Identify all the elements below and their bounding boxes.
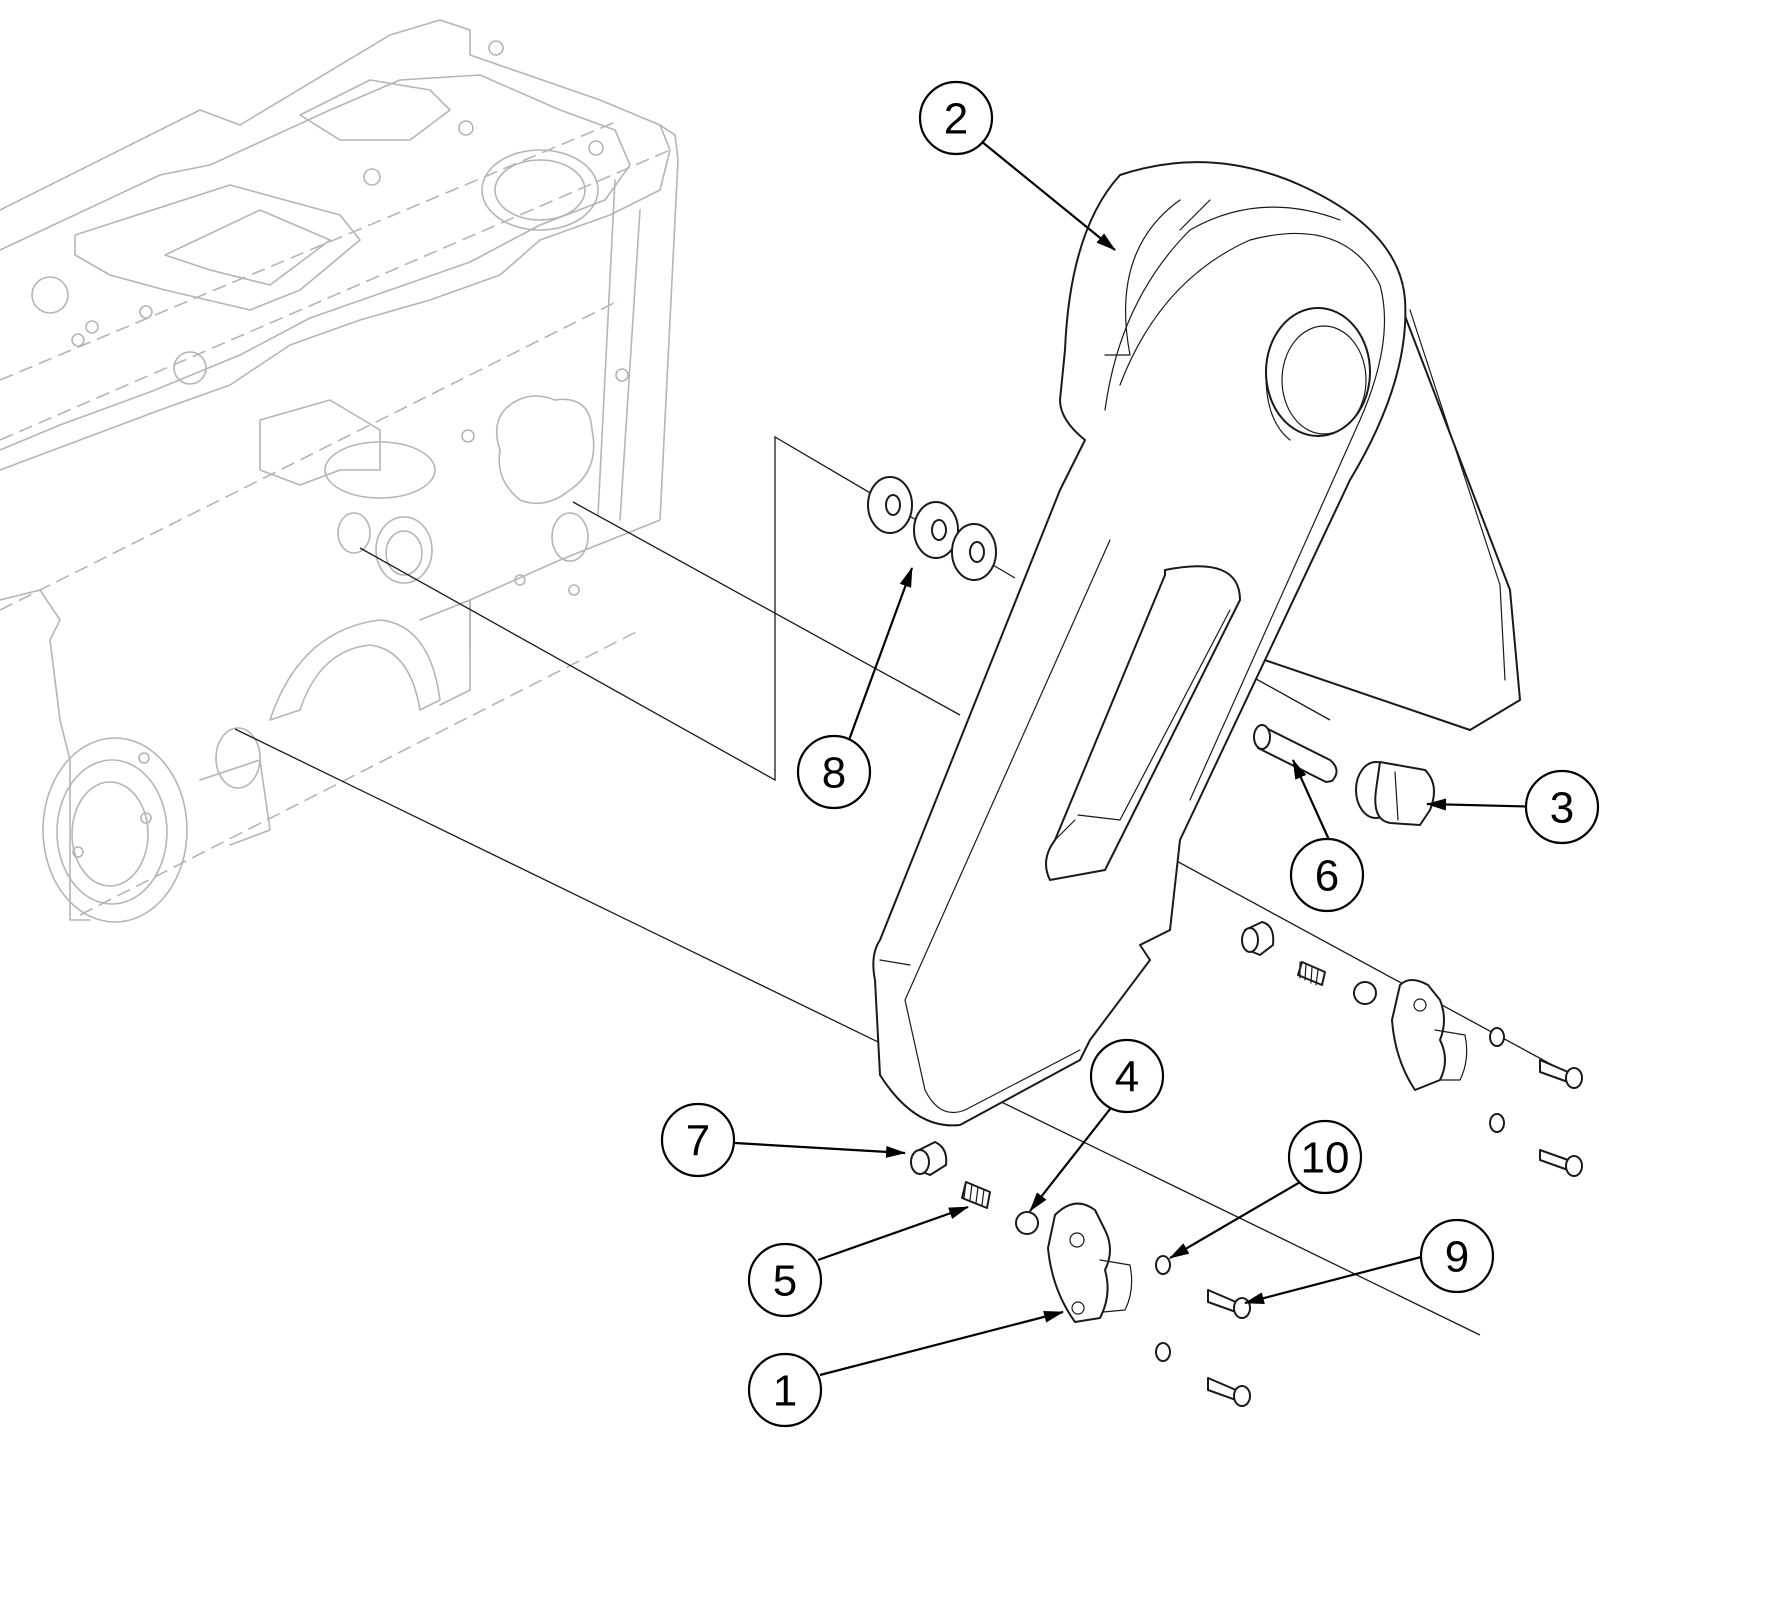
callout-label-5: 5	[773, 1257, 797, 1306]
callout-balloon-5: 5	[747, 1242, 823, 1318]
callout-balloon-2: 2	[918, 80, 994, 156]
callout-balloon-8: 8	[796, 734, 872, 810]
spring-part	[961, 1181, 991, 1209]
callout-label-7: 7	[686, 1117, 710, 1166]
upper-detent-group	[1241, 921, 1583, 1177]
callout-balloon-6: 6	[1289, 837, 1365, 913]
washers-part	[867, 476, 997, 581]
ghost-housing	[0, 19, 679, 923]
lower-detent-group	[910, 1141, 1251, 1407]
ball-part	[1015, 1211, 1039, 1235]
callout-label-2: 2	[944, 95, 968, 144]
callout-label-3: 3	[1550, 784, 1574, 833]
callout-label-4: 4	[1115, 1053, 1139, 1102]
pin-part	[1253, 724, 1338, 783]
callout-balloon-7: 7	[660, 1102, 736, 1178]
callout-balloon-1: 1	[747, 1352, 823, 1428]
screw-part	[1207, 1289, 1237, 1313]
callout-label-1: 1	[773, 1367, 797, 1416]
callout-label-6: 6	[1315, 852, 1339, 901]
knob-part	[1355, 761, 1435, 826]
callout-balloon-10: 10	[1287, 1119, 1363, 1195]
detent-bracket-part	[1047, 1202, 1111, 1323]
callout-balloon-3: 3	[1524, 769, 1600, 845]
callout-label-10: 10	[1301, 1134, 1350, 1183]
callout-label-8: 8	[822, 749, 846, 798]
bracket-arm-part	[872, 161, 1521, 1127]
callout-balloon-9: 9	[1419, 1218, 1495, 1294]
callout-leaders	[734, 136, 1548, 1377]
callout-balloon-4: 4	[1089, 1038, 1165, 1114]
callout-label-9: 9	[1445, 1233, 1469, 1282]
lock-washer-part	[1155, 1255, 1171, 1275]
